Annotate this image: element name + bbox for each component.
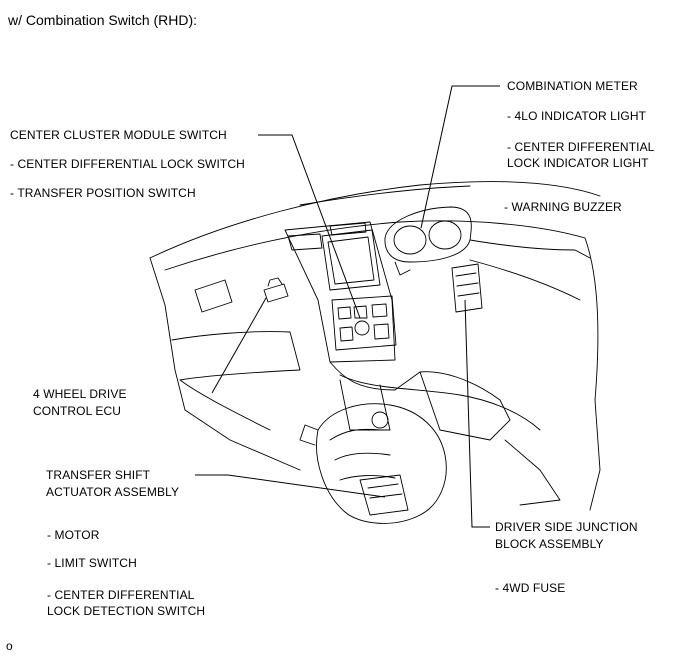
label-4wd-fuse: - 4WD FUSE (495, 581, 566, 595)
glovebox-outline (171, 331, 301, 381)
junction-block-shape (451, 263, 483, 313)
dash-upper-line (164, 220, 586, 271)
label-warning-buzzer: - WARNING BUZZER (504, 200, 622, 214)
dashboard-top-outline (149, 181, 601, 259)
leader-center-cluster (258, 134, 361, 319)
right-dash-panel (469, 259, 581, 301)
display-inner (327, 236, 375, 285)
label-transfer-shift-1: TRANSFER SHIFT (46, 468, 151, 482)
label-4wd-ecu-2: CONTROL ECU (33, 404, 121, 418)
ecu-shape (263, 277, 289, 303)
label-center-diff-lock-switch: - CENTER DIFFERENTIAL LOCK SWITCH (10, 157, 245, 171)
label-center-diff-detection-2: LOCK DETECTION SWITCH (47, 604, 206, 618)
label-limit-switch: - LIMIT SWITCH (47, 556, 137, 570)
label-center-diff-detection-1: - CENTER DIFFERENTIAL (47, 588, 195, 602)
left-vent (194, 279, 233, 313)
console-top (339, 374, 541, 431)
seat-left (339, 379, 391, 431)
leader-transfer-actuator (195, 474, 386, 498)
dash-left-edge (149, 257, 186, 411)
transfer-assembly-shape (299, 403, 447, 524)
steering-column (469, 239, 591, 259)
label-combination-meter: COMBINATION METER (507, 79, 638, 93)
upper-vents (287, 222, 367, 251)
label-transfer-position-switch: - TRANSFER POSITION SWITCH (10, 186, 196, 200)
label-center-diff-indicator-1: - CENTER DIFFERENTIAL (507, 140, 655, 154)
label-center-diff-indicator-2: LOCK INDICATOR LIGHT (507, 156, 649, 170)
combination-meter-shape (384, 206, 472, 276)
figure-code: o (6, 639, 13, 653)
floor-right (504, 439, 561, 506)
display-frame (321, 229, 381, 291)
label-junction-block-2: BLOCK ASSEMBLY (495, 537, 604, 551)
right-dash-edge (584, 237, 599, 401)
label-transfer-shift-2: ACTUATOR ASSEMBLY (46, 485, 180, 499)
center-stack-outline (284, 221, 396, 363)
label-4wd-ecu-1: 4 WHEEL DRIVE (33, 387, 127, 401)
leader-junction-block (464, 299, 490, 528)
leader-combination-meter (420, 85, 500, 229)
label-junction-block-1: DRIVER SIDE JUNCTION (495, 520, 638, 534)
seat-right (419, 371, 511, 441)
floor-left (184, 409, 301, 471)
windshield-line (299, 185, 471, 206)
page-title: w/ Combination Switch (RHD): (8, 12, 198, 28)
dash-lower-left (179, 379, 271, 431)
label-center-cluster-module-switch: CENTER CLUSTER MODULE SWITCH (10, 128, 227, 142)
label-4lo-indicator-light: - 4LO INDICATOR LIGHT (507, 109, 647, 123)
label-motor: - MOTOR (47, 528, 100, 542)
center-cluster-switch-panel (331, 295, 397, 351)
leader-ecu (211, 297, 267, 394)
door-right (589, 399, 601, 511)
